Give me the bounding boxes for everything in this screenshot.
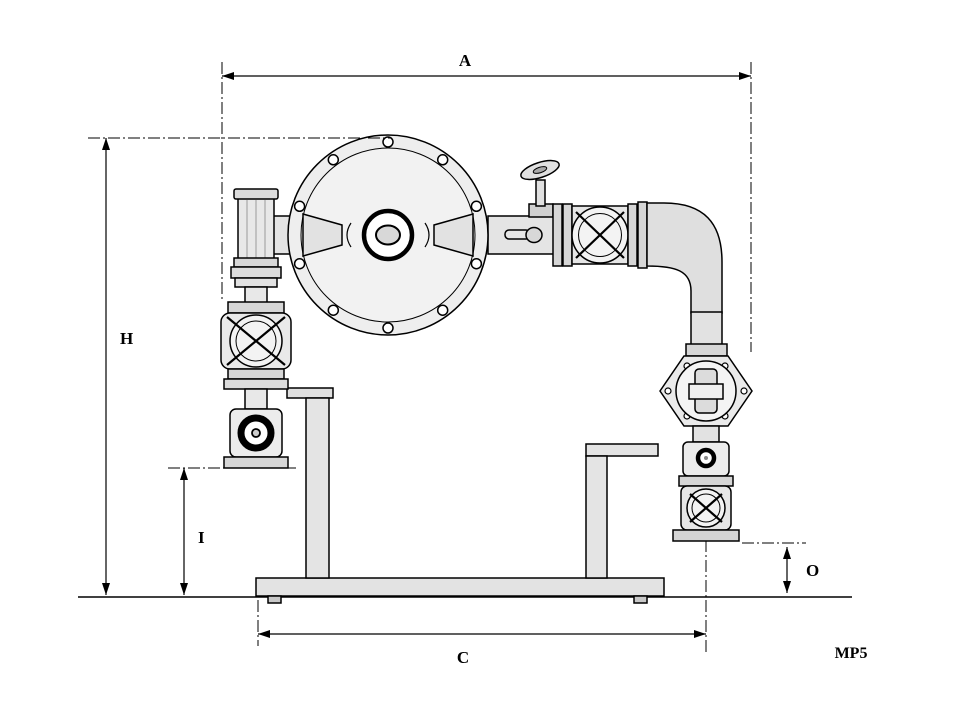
left-stand-column bbox=[305, 397, 330, 579]
dimension-label-o: O bbox=[806, 561, 819, 580]
outlet-cone bbox=[433, 213, 474, 257]
pipe-spool bbox=[244, 388, 268, 410]
suction-sight-glass bbox=[229, 408, 283, 458]
base-plate bbox=[255, 577, 665, 597]
flange bbox=[562, 203, 573, 267]
drop-pipe bbox=[690, 311, 723, 347]
pump-body bbox=[265, 134, 489, 336]
valve-cross-icon bbox=[226, 316, 286, 366]
hand-valve-stem bbox=[535, 179, 546, 207]
right-stand-shelf bbox=[585, 443, 659, 457]
flange bbox=[223, 456, 289, 469]
base-frame bbox=[255, 387, 665, 604]
dimension-i: I bbox=[168, 467, 296, 595]
cylinder-bottom-cap bbox=[233, 257, 279, 268]
outlet-arc bbox=[424, 222, 430, 248]
right-stand-column bbox=[585, 455, 608, 579]
flange bbox=[227, 301, 285, 314]
right-valve-stack bbox=[659, 311, 753, 542]
hand-valve-wheel bbox=[520, 159, 560, 181]
flange bbox=[230, 266, 282, 279]
dimension-label-c: C bbox=[457, 648, 469, 667]
flange bbox=[637, 201, 648, 269]
left-stand-bracket bbox=[286, 387, 334, 399]
right-foot bbox=[633, 595, 648, 604]
dimension-o: O bbox=[742, 542, 819, 593]
cylinder-ribs bbox=[246, 200, 266, 258]
dimension-c: C bbox=[257, 600, 706, 667]
dimension-label-i: I bbox=[198, 528, 205, 547]
discharge-butterfly-valve bbox=[571, 205, 629, 265]
valve-disc-inner bbox=[235, 320, 277, 362]
casing-bolts bbox=[293, 136, 483, 334]
flange bbox=[678, 475, 734, 487]
left-foot bbox=[267, 595, 282, 604]
discharge-piping bbox=[487, 159, 723, 314]
flange bbox=[627, 203, 638, 267]
flange bbox=[552, 203, 563, 267]
sight-glass-eye bbox=[704, 456, 708, 460]
collar-flange bbox=[685, 343, 728, 357]
valve-disc-inner bbox=[691, 493, 721, 523]
flange bbox=[672, 529, 740, 542]
flange bbox=[223, 378, 289, 390]
suction-butterfly-valve bbox=[220, 312, 292, 370]
flange bbox=[227, 368, 285, 380]
dimension-a: A bbox=[221, 51, 752, 352]
pipe-spool bbox=[692, 425, 720, 443]
flange bbox=[234, 277, 278, 288]
sight-glass-eye bbox=[251, 428, 261, 438]
inlet-arc bbox=[346, 222, 352, 248]
outlet-butterfly-valve bbox=[680, 485, 732, 531]
drain-cock-body bbox=[525, 226, 543, 244]
drain-cock bbox=[504, 226, 543, 244]
cylinder-top-cap bbox=[233, 188, 279, 200]
valve-disc-inner bbox=[578, 213, 622, 257]
valve-cross-icon bbox=[689, 493, 723, 523]
dimension-h: H bbox=[88, 137, 392, 595]
elbow-pipe bbox=[646, 202, 723, 314]
hand-valve bbox=[520, 159, 560, 218]
model-label: MP5 bbox=[835, 645, 868, 662]
dimension-label-a: A bbox=[459, 51, 472, 70]
dimension-label-h: H bbox=[120, 329, 133, 348]
plug-crossbar bbox=[688, 383, 724, 400]
outlet-sight-glass bbox=[682, 441, 730, 477]
plug-valve bbox=[659, 355, 753, 427]
handwheel-hub bbox=[532, 166, 548, 174]
valve-cross-icon bbox=[575, 211, 625, 259]
suction-assembly bbox=[220, 188, 292, 469]
pump-hub-eye bbox=[375, 224, 401, 246]
inlet-cone bbox=[302, 213, 343, 257]
